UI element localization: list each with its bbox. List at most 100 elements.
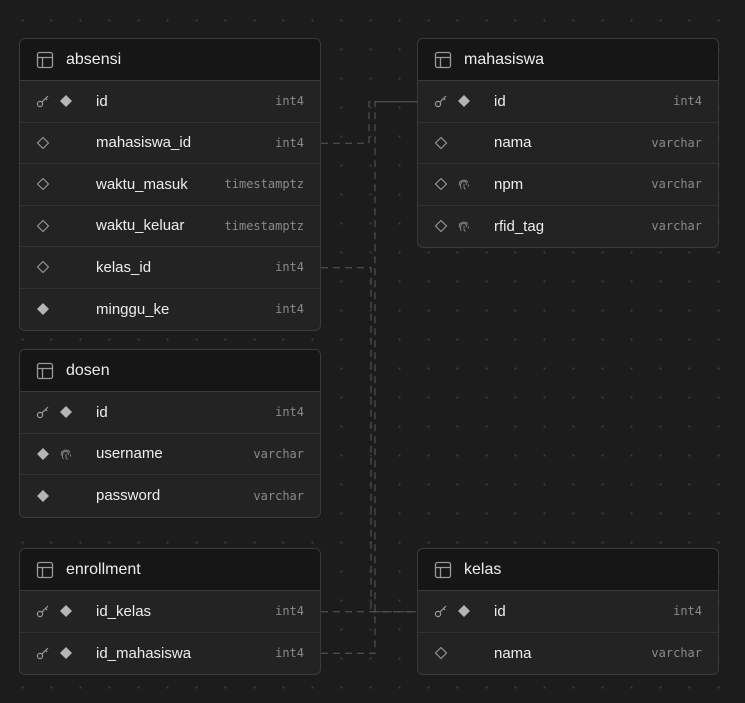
column-type: varchar: [253, 488, 304, 503]
column-name: id: [96, 403, 108, 421]
column-name: waktu_keluar: [96, 217, 185, 235]
column-name: id_kelas: [96, 602, 152, 620]
diamond-outline-icon: [36, 260, 50, 274]
key-icon: [36, 604, 50, 618]
diamond-filled-icon: [36, 489, 50, 503]
column-name: npm: [494, 175, 524, 193]
table-header[interactable]: kelas: [418, 549, 718, 591]
column-name: kelas_id: [96, 258, 152, 276]
key-icon: [36, 405, 50, 419]
column-type: varchar: [651, 177, 702, 192]
table-header[interactable]: enrollment: [20, 549, 320, 591]
diamond-outline-icon: [434, 177, 448, 191]
fingerprint-icon: [457, 177, 471, 191]
column-type: int4: [275, 302, 304, 317]
diamond-filled-icon: [59, 94, 73, 108]
column-type: timestamptz: [224, 177, 304, 192]
column-name: id: [494, 602, 506, 620]
table-kelas[interactable]: kelas id int4 nama varchar: [417, 548, 719, 675]
table-name: absensi: [66, 50, 122, 68]
column-row-id[interactable]: id int4: [418, 591, 718, 633]
column-row-mahasiswa-id[interactable]: mahasiswa_id int4: [20, 123, 320, 164]
column-name: id: [494, 92, 506, 110]
diamond-filled-icon: [59, 646, 73, 660]
table-header[interactable]: mahasiswa: [418, 39, 718, 81]
key-icon: [434, 604, 448, 618]
relation-line: [321, 267, 417, 613]
column-row-id-kelas[interactable]: id_kelas int4: [20, 591, 320, 633]
table-dosen[interactable]: dosen id int4 username varchar password varcha…: [19, 349, 321, 518]
column-row-username[interactable]: username varchar: [20, 434, 320, 475]
column-name: id_mahasiswa: [96, 644, 192, 662]
table-icon: [36, 51, 54, 69]
column-row-waktu-keluar[interactable]: waktu_keluar timestamptz: [20, 206, 320, 247]
column-type: varchar: [651, 219, 702, 234]
column-name: waktu_masuk: [96, 175, 188, 193]
column-row-npm[interactable]: npm varchar: [418, 164, 718, 206]
table-header[interactable]: dosen: [20, 350, 320, 392]
column-type: int4: [275, 604, 304, 619]
column-name: rfid_tag: [494, 217, 545, 235]
column-type: timestamptz: [224, 218, 304, 233]
column-name: minggu_ke: [96, 300, 170, 318]
diamond-filled-icon: [457, 604, 471, 618]
column-row-id[interactable]: id int4: [20, 392, 320, 434]
column-type: int4: [275, 94, 304, 109]
fingerprint-icon: [59, 447, 73, 461]
column-row-id[interactable]: id int4: [418, 81, 718, 123]
diamond-filled-icon: [59, 604, 73, 618]
column-name: password: [96, 487, 161, 505]
diamond-outline-icon: [434, 219, 448, 233]
table-name: enrollment: [66, 560, 141, 578]
column-row-password[interactable]: password varchar: [20, 475, 320, 517]
table-icon: [36, 561, 54, 579]
relation-line: [321, 101, 417, 144]
column-name: id: [96, 92, 108, 110]
column-type: int4: [275, 135, 304, 150]
diamond-outline-icon: [434, 136, 448, 150]
column-name: nama: [494, 644, 532, 662]
column-type: int4: [673, 604, 702, 619]
column-type: varchar: [651, 135, 702, 150]
key-icon: [36, 94, 50, 108]
column-type: int4: [275, 646, 304, 661]
column-name: mahasiswa_id: [96, 134, 192, 152]
column-type: varchar: [253, 446, 304, 461]
table-absensi[interactable]: absensi id int4 mahasiswa_id int4 waktu_masuk…: [19, 38, 321, 331]
key-icon: [36, 646, 50, 660]
column-row-kelas-id[interactable]: kelas_id int4: [20, 247, 320, 289]
table-header[interactable]: absensi: [20, 39, 320, 81]
column-row-waktu-masuk[interactable]: waktu_masuk timestamptz: [20, 164, 320, 206]
column-row-minggu-ke[interactable]: minggu_ke int4: [20, 289, 320, 331]
diamond-filled-icon: [36, 302, 50, 316]
column-row-nama[interactable]: nama varchar: [418, 123, 718, 164]
key-icon: [434, 94, 448, 108]
column-row-id-mahasiswa[interactable]: id_mahasiswa int4: [20, 633, 320, 675]
table-name: dosen: [66, 361, 110, 379]
column-type: int4: [673, 94, 702, 109]
column-row-nama[interactable]: nama varchar: [418, 633, 718, 675]
diamond-outline-icon: [434, 646, 448, 660]
table-name: kelas: [464, 560, 502, 578]
diamond-filled-icon: [59, 405, 73, 419]
relation-line: [321, 101, 417, 654]
column-type: int4: [275, 260, 304, 275]
diamond-filled-icon: [457, 94, 471, 108]
column-type: varchar: [651, 646, 702, 661]
column-row-rfid-tag[interactable]: rfid_tag varchar: [418, 206, 718, 248]
diamond-outline-icon: [36, 219, 50, 233]
diamond-outline-icon: [36, 136, 50, 150]
column-name: username: [96, 445, 163, 463]
table-icon: [434, 561, 452, 579]
column-type: int4: [275, 405, 304, 420]
diamond-outline-icon: [36, 177, 50, 191]
table-name: mahasiswa: [464, 50, 545, 68]
column-row-id[interactable]: id int4: [20, 81, 320, 123]
column-name: nama: [494, 134, 532, 152]
diamond-filled-icon: [36, 447, 50, 461]
table-icon: [434, 51, 452, 69]
fingerprint-icon: [457, 219, 471, 233]
table-enrollment[interactable]: enrollment id_kelas int4 id_mahasiswa int4: [19, 548, 321, 675]
table-icon: [36, 362, 54, 380]
